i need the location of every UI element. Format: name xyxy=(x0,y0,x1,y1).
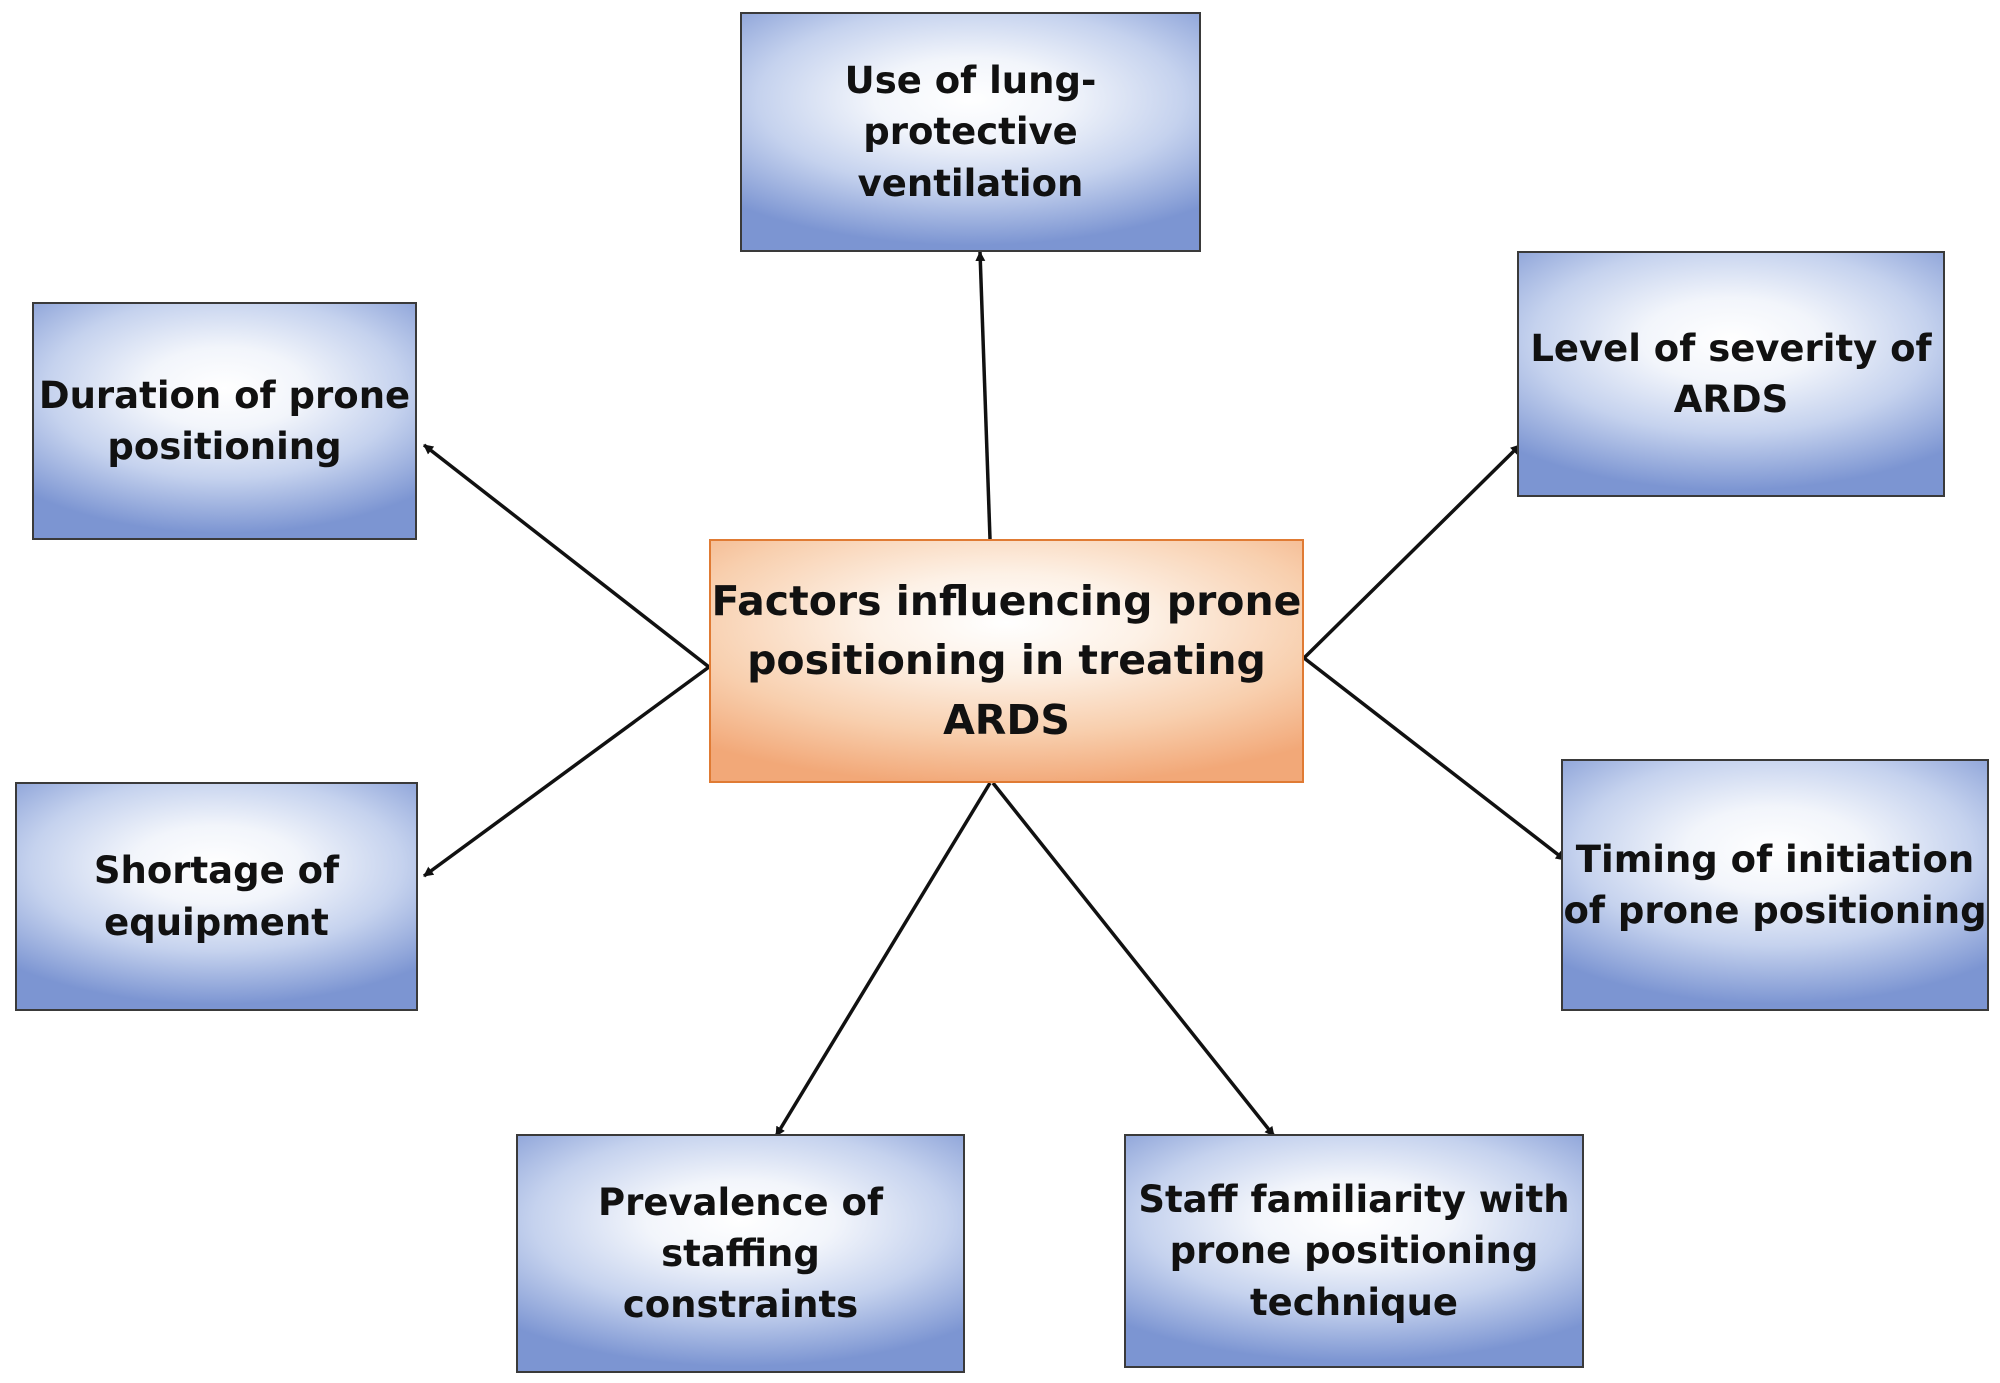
factor-box-equipment: Shortage of equipment xyxy=(15,782,418,1011)
arrow-to-staffing xyxy=(774,782,992,1137)
factor-box-severity: Level of severity of ARDS xyxy=(1517,251,1945,497)
factor-box-duration: Duration of prone positioning xyxy=(32,302,417,540)
arrow-to-familiarity xyxy=(991,781,1276,1138)
arrow-to-timing xyxy=(1302,656,1567,862)
factor-label-duration: Duration of prone positioning xyxy=(38,373,411,468)
arrow-to-lung-protective xyxy=(975,251,992,540)
factor-box-timing: Timing of initiation of prone positionin… xyxy=(1561,759,1989,1011)
arrow-to-equipment xyxy=(422,665,711,878)
arrow-to-severity xyxy=(1302,443,1522,660)
factor-box-staffing: Prevalence of staffing constraints xyxy=(516,1134,965,1373)
factor-box-lung-protective: Use of lung-protective ventilation xyxy=(740,12,1201,252)
arrow-to-duration xyxy=(422,443,711,669)
central-concept-label: Factors influencing prone positioning in… xyxy=(711,576,1302,744)
factor-label-severity: Level of severity of ARDS xyxy=(1530,326,1932,421)
central-concept-box: Factors influencing prone positioning in… xyxy=(709,539,1304,783)
factor-box-familiarity: Staff familiarity with prone positioning… xyxy=(1124,1134,1584,1368)
factor-label-staffing: Prevalence of staffing constraints xyxy=(597,1180,884,1327)
factor-label-lung-protective: Use of lung-protective ventilation xyxy=(844,59,1097,205)
factor-label-timing: Timing of initiation of prone positionin… xyxy=(1563,837,1987,932)
factor-label-equipment: Shortage of equipment xyxy=(93,849,340,944)
factor-label-familiarity: Staff familiarity with prone positioning… xyxy=(1138,1178,1570,1324)
